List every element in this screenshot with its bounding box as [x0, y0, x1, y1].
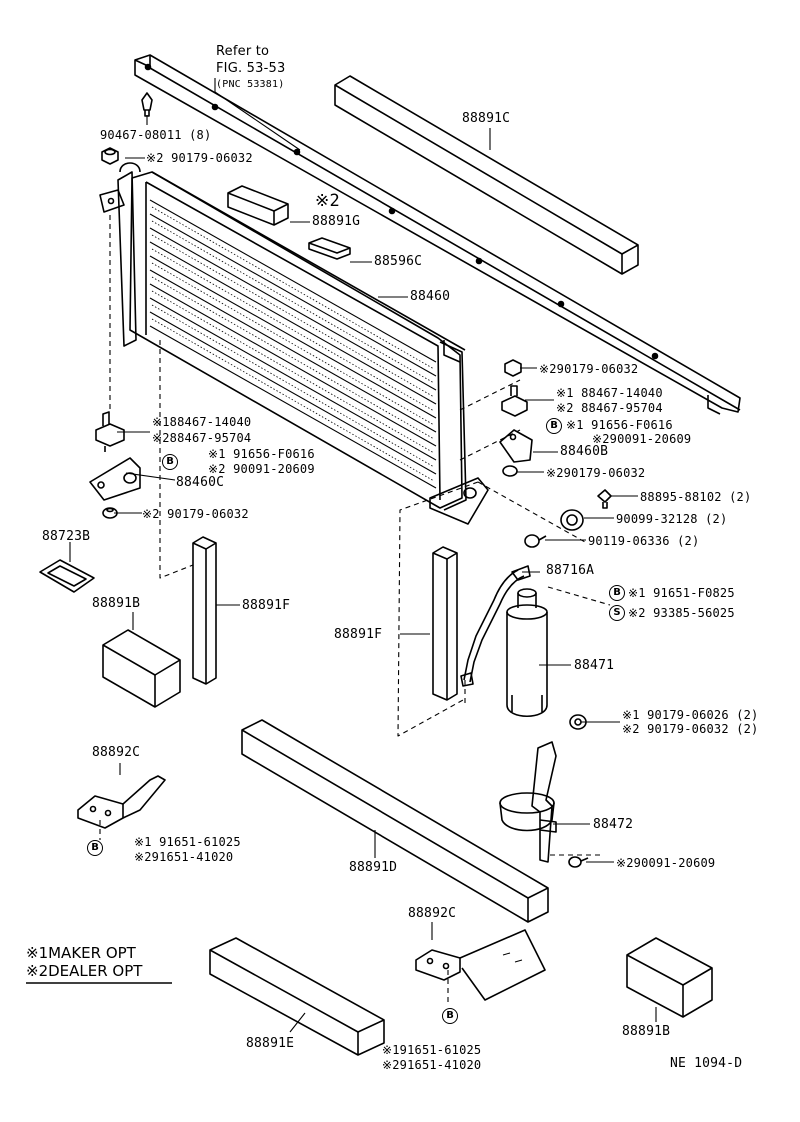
foam-bar-88891D [241, 719, 549, 923]
label-90179-receiver-1: ※1 90179-06026 (2) [622, 708, 759, 722]
bracket-88460C [89, 457, 141, 501]
refer-line1: Refer to [216, 44, 270, 59]
label-90119: 90119-06336 (2) [588, 534, 700, 548]
label-88460: 88460 [410, 289, 451, 304]
label-88467-right-2: ※2 88467-95704 [556, 401, 663, 415]
foam-bar-88891E [209, 937, 385, 1056]
label-88892C-bottom: 88892C [408, 906, 457, 921]
nut-90179-right-b [502, 465, 518, 477]
bolt-90119 [524, 534, 547, 548]
nut-90179-left [102, 507, 118, 519]
foam-block-88891B-right [626, 937, 713, 1018]
label-93385: ※2 93385-56025 [628, 606, 735, 620]
label-88891F-right: 88891F [334, 627, 383, 642]
bolt-symbol-icon: B [442, 1008, 458, 1024]
label-88891F-left: 88891F [242, 598, 291, 613]
label-91656-right: ※1 91656-F0616 [566, 418, 673, 432]
foam-block-88891C [334, 75, 639, 275]
refer-line3: (PNC 53381) [216, 79, 285, 90]
legend-maker-opt: ※1MAKER OPT [26, 944, 136, 962]
label-90179-top: ※2 90179-06032 [146, 151, 253, 165]
label-90091-left: ※2 90091-20609 [208, 462, 315, 476]
bracket-88460B [499, 429, 533, 463]
label-88460C: 88460C [176, 475, 225, 490]
right-lower-bracket [429, 477, 489, 525]
label-88891B-left: 88891B [92, 596, 141, 611]
clip-90467 [141, 92, 153, 117]
bolt-symbol-icon: B [162, 454, 178, 470]
bracket-88472 [499, 741, 557, 863]
nut-90179-right-a [504, 359, 522, 377]
label-90467: 90467-08011 (8) [100, 128, 212, 142]
label-90179-receiver-2: ※2 90179-06032 (2) [622, 722, 759, 736]
bolt-symbol-icon: B [87, 840, 103, 856]
label-90099: 90099-32128 (2) [616, 512, 728, 526]
label-90091-right: ※290091-20609 [592, 432, 692, 446]
legend-dealer-opt: ※2DEALER OPT [26, 962, 143, 980]
label-90179-left: ※2 90179-06032 [142, 507, 249, 521]
label-88891C: 88891C [462, 111, 511, 126]
label-88467-left-2: ※288467-95704 [152, 431, 252, 445]
foam-block-88891G [227, 185, 289, 226]
label-88471: 88471 [574, 658, 615, 673]
upper-support-bar [134, 54, 741, 415]
bolt-symbol-icon: B [546, 418, 562, 434]
refer-line2: FIG. 53-53 [216, 61, 286, 76]
label-91651-41020-bottom: ※291651-41020 [382, 1058, 482, 1072]
figure-code: NE 1094-D [670, 1056, 743, 1071]
label-88472: 88472 [593, 817, 634, 832]
grommet-90099 [560, 509, 584, 531]
label-91651-F0825: ※1 91651-F0825 [628, 586, 735, 600]
gasket-88723B [39, 559, 95, 593]
label-88891B-right: 88891B [622, 1024, 671, 1039]
bolt-symbol-icon: B [609, 585, 625, 601]
nut-90179-receiver [569, 714, 587, 730]
label-88891E: 88891E [246, 1036, 295, 1051]
bolt-90091-bottom [568, 856, 589, 868]
pipe-88716A [460, 565, 531, 687]
label-90179-right-a: ※290179-06032 [539, 362, 639, 376]
label-88467-right-1: ※1 88467-14040 [556, 386, 663, 400]
label-91651-61025-bottom: ※191651-61025 [382, 1043, 482, 1057]
pad-88596C [308, 237, 351, 260]
cushion-88467-right [501, 385, 528, 417]
label-88723B: 88723B [42, 529, 91, 544]
label-88895: 88895-88102 (2) [640, 490, 752, 504]
bolt-88895 [597, 489, 612, 509]
label-star2: ※2 [315, 191, 340, 211]
nut-90179-top [101, 147, 119, 165]
dashed-lines [99, 215, 611, 1005]
label-88460B: 88460B [560, 444, 609, 459]
label-90179-right-b: ※290179-06032 [546, 466, 646, 480]
foam-column-88891F-right [432, 546, 458, 701]
label-88892C-left: 88892C [92, 745, 141, 760]
foam-block-88891B-left [102, 629, 181, 708]
label-88891G: 88891G [312, 214, 361, 229]
label-91656-left: ※1 91656-F0616 [208, 447, 315, 461]
foam-column-88891F-left [192, 536, 217, 685]
label-88596C: 88596C [374, 254, 423, 269]
receiver-88471 [506, 588, 548, 717]
leader-lines [69, 78, 657, 1033]
label-88891D: 88891D [349, 860, 398, 875]
cushion-88467-left [95, 411, 125, 452]
label-88467-left-1: ※188467-14040 [152, 415, 252, 429]
bracket-88892C-left [77, 775, 166, 829]
label-90091-bottom: ※290091-20609 [616, 856, 716, 870]
condenser-88460 [99, 162, 467, 511]
label-91651-41020-left: ※291651-41020 [134, 850, 234, 864]
bracket-88892C-bottom [415, 929, 546, 1001]
screw-symbol-icon: S [609, 605, 625, 621]
label-88716A: 88716A [546, 563, 595, 578]
label-91651-61025-left: ※1 91651-61025 [134, 835, 241, 849]
